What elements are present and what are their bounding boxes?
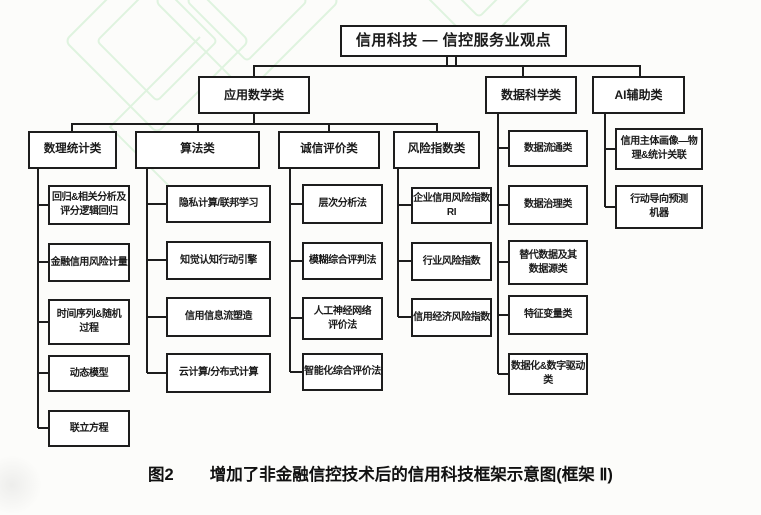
watermark-logo: [66, 0, 570, 218]
figure-caption: 图2 增加了非金融信控技术后的信用科技框架示意图(框架 Ⅱ): [0, 461, 761, 485]
leaf-industry-risk-index: 行业风险指数: [411, 242, 492, 281]
leaf-action-predict: 行动导向预测 机器: [615, 185, 703, 229]
leaf-ann-eval: 人工神经网络 评价法: [302, 297, 383, 340]
leaf-cloud-compute: 云计算/分布式计算: [166, 353, 271, 393]
leaf-data-driven: 数据化&数字驱动 类: [508, 353, 588, 395]
group-risk-index: 风险指数类: [393, 131, 480, 169]
node-applied-math: 应用数学类: [198, 76, 310, 114]
node-root-title: 信用科技 — 信控服务业观点: [340, 25, 567, 57]
leaf-simultaneous-eq: 联立方程: [48, 410, 130, 447]
leaf-smart-eval: 智能化综合评价法: [302, 353, 383, 391]
leaf-alt-data-source: 替代数据及其 数据源类: [508, 240, 588, 285]
node-ai-assist: AI辅助类: [592, 76, 685, 114]
group-math-statistics: 数理统计类: [28, 131, 117, 169]
leaf-credit-economy-index: 信用经济风险指数: [411, 298, 492, 337]
leaf-credit-risk-measure: 金融信用风险计量: [48, 243, 130, 282]
leaf-fuzzy-eval: 模糊综合评判法: [302, 242, 383, 280]
figure-caption-text: 增加了非金融信控技术后的信用科技框架示意图(框架 Ⅱ): [209, 466, 613, 484]
node-data-science: 数据科学类: [485, 76, 577, 114]
leaf-time-series: 时间序列&随机 过程: [48, 299, 130, 345]
leaf-data-governance: 数据治理类: [508, 185, 588, 225]
group-integrity-eval: 诚信评价类: [278, 131, 380, 169]
leaf-cognition-engine: 知觉认知行动引擎: [166, 241, 271, 280]
leaf-enterprise-risk-index: 企业信用风险指数 RI: [411, 187, 492, 224]
leaf-dynamic-model: 动态模型: [48, 355, 130, 392]
leaf-info-flow: 信用信息流塑造: [166, 297, 271, 337]
leaf-subject-portrait: 信用主体画像—物 理&统计关联: [615, 128, 703, 170]
connector-lines: [37, 57, 641, 429]
leaf-regression: 回归&相关分析及 评分逻辑回归: [48, 185, 130, 225]
leaf-feature-variable: 特征变量类: [508, 295, 588, 335]
leaf-private-compute: 隐私计算/联邦学习: [166, 185, 271, 223]
figure-number: 图2: [148, 466, 174, 484]
leaf-data-circulation: 数据流通类: [508, 130, 588, 167]
group-algorithms: 算法类: [135, 131, 260, 169]
leaf-ahp: 层次分析法: [302, 184, 383, 224]
